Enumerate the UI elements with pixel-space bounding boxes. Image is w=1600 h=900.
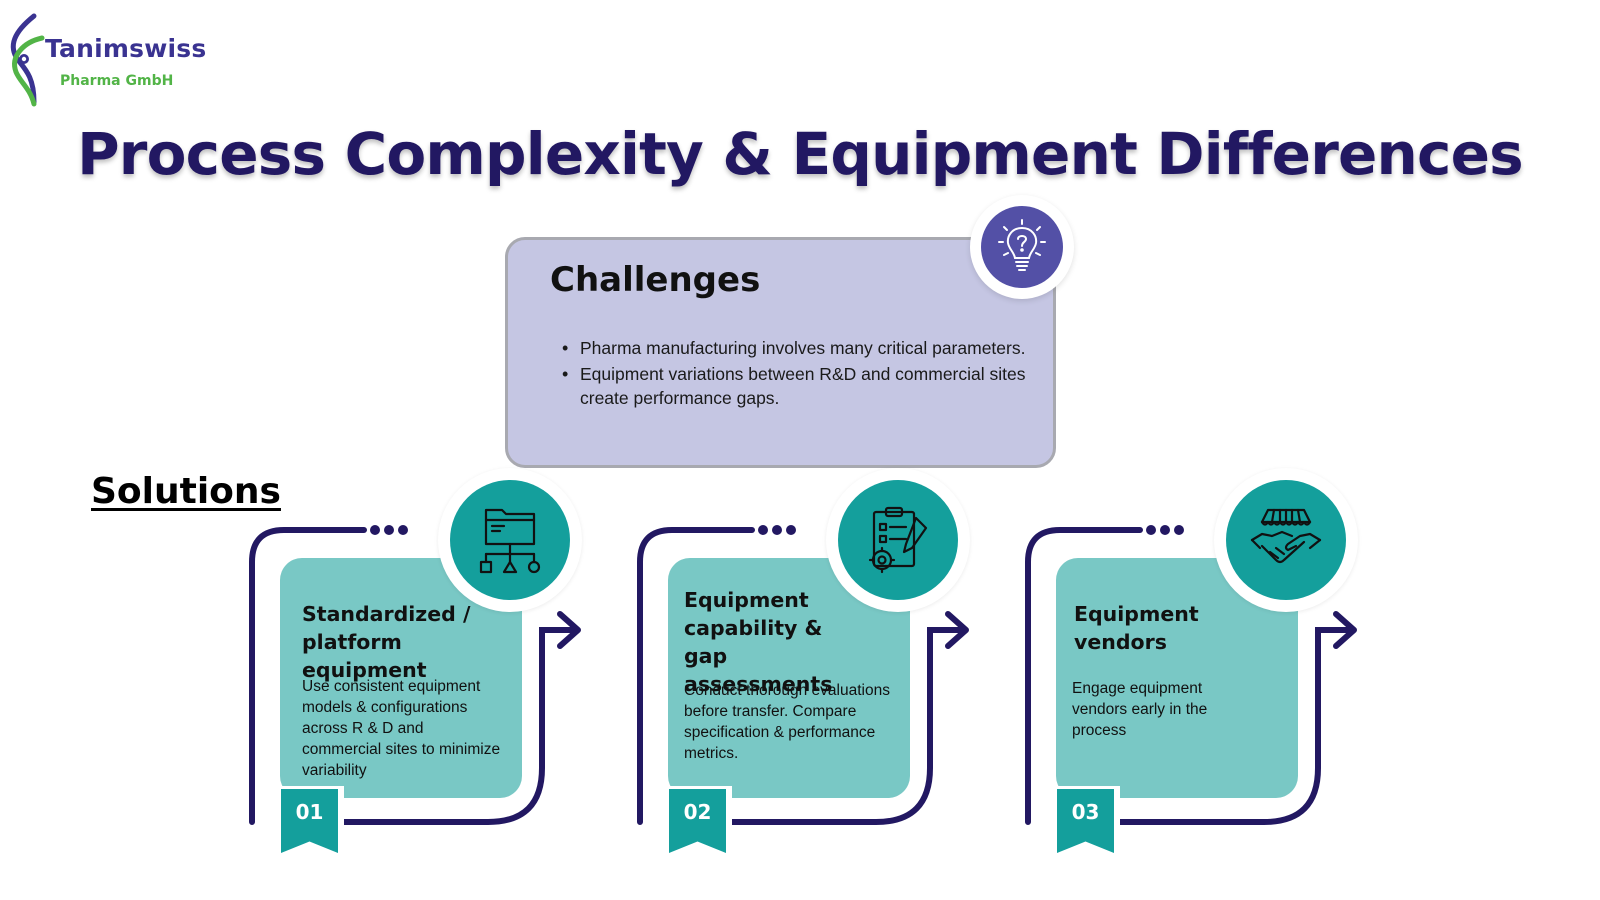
solution-icon-badge bbox=[1214, 468, 1358, 612]
step-number-tag: 02 bbox=[666, 786, 732, 870]
process-track bbox=[1025, 525, 1357, 825]
challenge-item: Pharma manufacturing involves many criti… bbox=[562, 336, 1035, 360]
solution-text: Conduct thorough evaluations before tran… bbox=[684, 682, 890, 762]
solutions-heading: Solutions bbox=[91, 471, 281, 512]
solution-title: Equipment vendors bbox=[1074, 602, 1199, 654]
brand-subtitle: Pharma GmbH bbox=[60, 73, 174, 89]
handshake-storefront-icon bbox=[1250, 508, 1322, 564]
process-track bbox=[249, 525, 581, 825]
clipboard-checklist-gear-icon bbox=[868, 506, 928, 574]
solution-card-body: Equipment capability & gap assessments C… bbox=[668, 558, 910, 798]
solution-card-1: Standardized / platform equipment Use co… bbox=[248, 468, 608, 870]
challenges-heading: Challenges bbox=[550, 260, 761, 300]
step-number-tag: 01 bbox=[278, 786, 344, 870]
solution-title: Standardized / platform equipment bbox=[302, 602, 471, 682]
challenges-icon-badge bbox=[970, 195, 1074, 299]
solution-icon-badge bbox=[438, 468, 582, 612]
challenges-list: Pharma manufacturing involves many criti… bbox=[562, 336, 1035, 412]
lightbulb-question-icon bbox=[998, 219, 1046, 271]
solution-card-3: Equipment vendors Engage equipment vendo… bbox=[1024, 468, 1384, 870]
solution-title: Equipment capability & gap assessments bbox=[684, 588, 833, 696]
step-number-tag: 03 bbox=[1054, 786, 1120, 870]
dna-helix-icon bbox=[10, 13, 45, 107]
process-track bbox=[637, 525, 969, 825]
step-number: 02 bbox=[683, 800, 712, 824]
brand-name: Tanimswiss bbox=[45, 34, 207, 63]
step-number: 03 bbox=[1071, 800, 1100, 824]
solution-text: Engage equipment vendors early in the pr… bbox=[1072, 680, 1208, 739]
solution-icon-badge bbox=[826, 468, 970, 612]
solution-text: Use consistent equipment models & config… bbox=[302, 678, 501, 779]
brand-logo: Tanimswiss Pharma GmbH bbox=[4, 12, 214, 108]
challenge-item: Equipment variations between R&D and com… bbox=[562, 362, 1035, 410]
folder-hierarchy-icon bbox=[479, 508, 541, 574]
page-title: Process Complexity & Equipment Differenc… bbox=[77, 120, 1524, 188]
challenges-box: Challenges Pharma manufacturing involves… bbox=[505, 237, 1056, 468]
step-number: 01 bbox=[295, 800, 324, 824]
solution-card-2: Equipment capability & gap assessments C… bbox=[636, 468, 996, 870]
